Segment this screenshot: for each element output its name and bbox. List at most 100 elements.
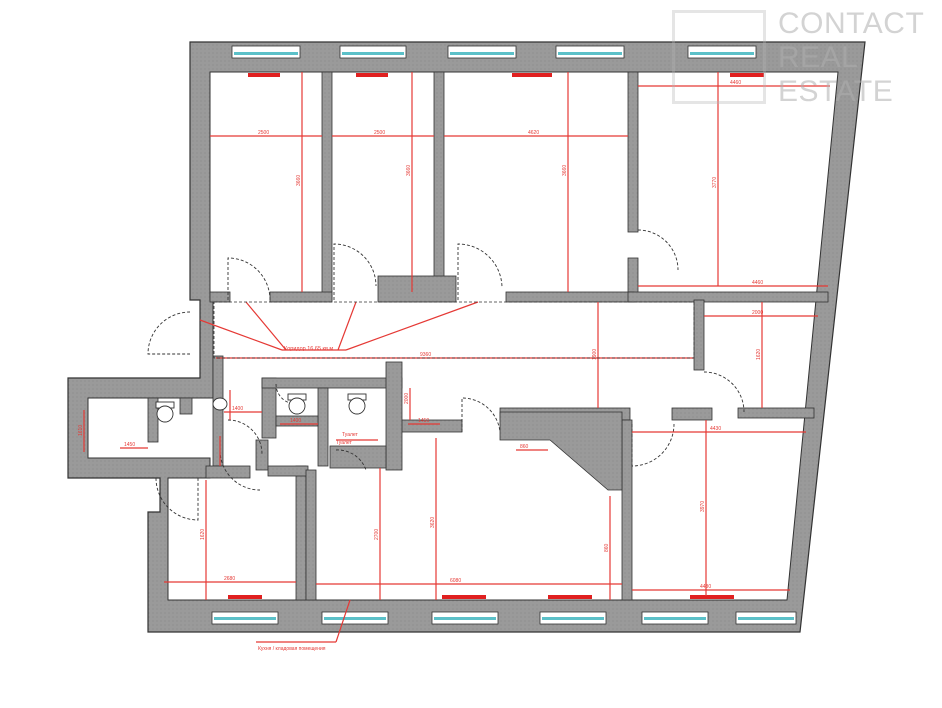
door-swing (461, 397, 501, 433)
door-swing (703, 371, 745, 413)
wall-wc-mid (317, 387, 329, 467)
watermark-line-1: CONTACT (778, 7, 925, 40)
dim-label: 3770 (712, 177, 718, 188)
interior-walls (147, 71, 829, 601)
wall-wc-right (385, 361, 403, 471)
wall-corridor-top-c (377, 275, 457, 303)
corridor-outline (213, 301, 695, 359)
wall-corridor-top-d (505, 291, 635, 303)
dimension-lines (83, 72, 830, 643)
watermark-line-3: ESTATE (778, 75, 894, 108)
wall-right-small-left (693, 299, 705, 371)
door-swing (631, 423, 675, 467)
wall-wc-top (261, 377, 403, 389)
watermark-logo-icon (672, 10, 766, 104)
door-swing (227, 257, 271, 301)
leader-line (335, 599, 351, 643)
wall-wc2-bottom (275, 415, 319, 427)
contact-real-estate-watermark: CONTACT REAL ESTATE (672, 8, 934, 108)
dim-label: 3660 (296, 175, 302, 186)
dim-label: 2500 (258, 130, 269, 136)
wall-corridor-top-a (209, 291, 231, 303)
dim-label: 1400 (232, 406, 243, 412)
toilets (155, 393, 367, 423)
window (641, 611, 709, 625)
wall-right-small-bottom (737, 407, 815, 419)
dim-label: 1900 (592, 349, 598, 360)
dim-label: 1450 (124, 442, 135, 448)
window (555, 45, 625, 59)
radiator (548, 595, 592, 599)
wall-hall-e (267, 465, 309, 477)
dim-label: 4460 (752, 280, 763, 286)
radiator (690, 595, 734, 599)
window (231, 45, 301, 59)
door-swing (457, 243, 503, 300)
dim-label: 860 (520, 444, 529, 450)
wall-entry-divider2 (179, 397, 193, 415)
leader-line (345, 301, 479, 351)
dim-label: 3660 (406, 165, 412, 176)
door-swing (147, 311, 191, 355)
toilet-icon (287, 393, 307, 415)
dim-label: 1400 (290, 418, 301, 424)
corridor-area-label: Коридор 16,65 кв.м (284, 346, 333, 352)
leader-line (199, 319, 283, 351)
dim-label: 2680 (224, 576, 235, 582)
dim-label: 3620 (430, 517, 436, 528)
dim-label: 1450 (418, 418, 429, 424)
wall-corridor-bottom-a (399, 419, 463, 433)
radiator (228, 595, 262, 599)
dimension-labels: 2500 3660 2500 3660 4620 3660 4460 3770 … (78, 80, 763, 652)
wall-wedge (499, 411, 623, 491)
window (447, 45, 517, 59)
leader-line (245, 301, 287, 351)
wall-top-1 (321, 71, 333, 301)
door-swing (637, 229, 679, 271)
door-swing (275, 383, 297, 405)
wall-hall-d (295, 465, 307, 601)
window (211, 611, 279, 625)
leader-line (337, 301, 357, 351)
wall-corridor-top-b (269, 291, 333, 303)
radiator (442, 595, 486, 599)
dim-label: 4430 (700, 584, 711, 590)
dim-label: 2500 (374, 130, 385, 136)
sink-icon (212, 397, 228, 411)
window (321, 611, 389, 625)
exterior-walls (67, 41, 866, 633)
doors (147, 229, 745, 521)
wall-entry-divider (147, 397, 159, 443)
wall-top-2 (433, 71, 445, 301)
wall-corridor-bottom-d (621, 419, 633, 601)
dim-label: 4620 (528, 130, 539, 136)
window (735, 611, 797, 625)
door-swing (155, 477, 199, 521)
dim-label: 4430 (710, 426, 721, 432)
windows-bottom (211, 611, 797, 625)
watermark-line-2: REAL (778, 41, 859, 74)
wall-bottom-divider (305, 469, 317, 601)
window (339, 45, 407, 59)
dim-label: 1620 (756, 349, 762, 360)
dim-label: 860 (604, 543, 610, 552)
wc-label: Туалет (342, 432, 359, 438)
dim-label: 4460 (730, 80, 741, 86)
radiator (512, 73, 552, 77)
toilet-icon (155, 401, 175, 423)
dim-label: 9360 (420, 352, 431, 358)
wall-hall-a (212, 355, 224, 467)
wall-corridor-top-e (627, 291, 829, 303)
window (687, 45, 757, 59)
wall-top-3 (627, 71, 639, 233)
dim-label: 2000 (404, 393, 410, 404)
window (431, 611, 499, 625)
wall-hall-b (205, 465, 251, 479)
dim-label: 1610 (78, 425, 84, 436)
wall-wc-bottom (329, 445, 387, 469)
dim-label: 3660 (562, 165, 568, 176)
door-swing (333, 243, 377, 300)
windows-top (231, 45, 757, 59)
dim-label: 3970 (700, 501, 706, 512)
